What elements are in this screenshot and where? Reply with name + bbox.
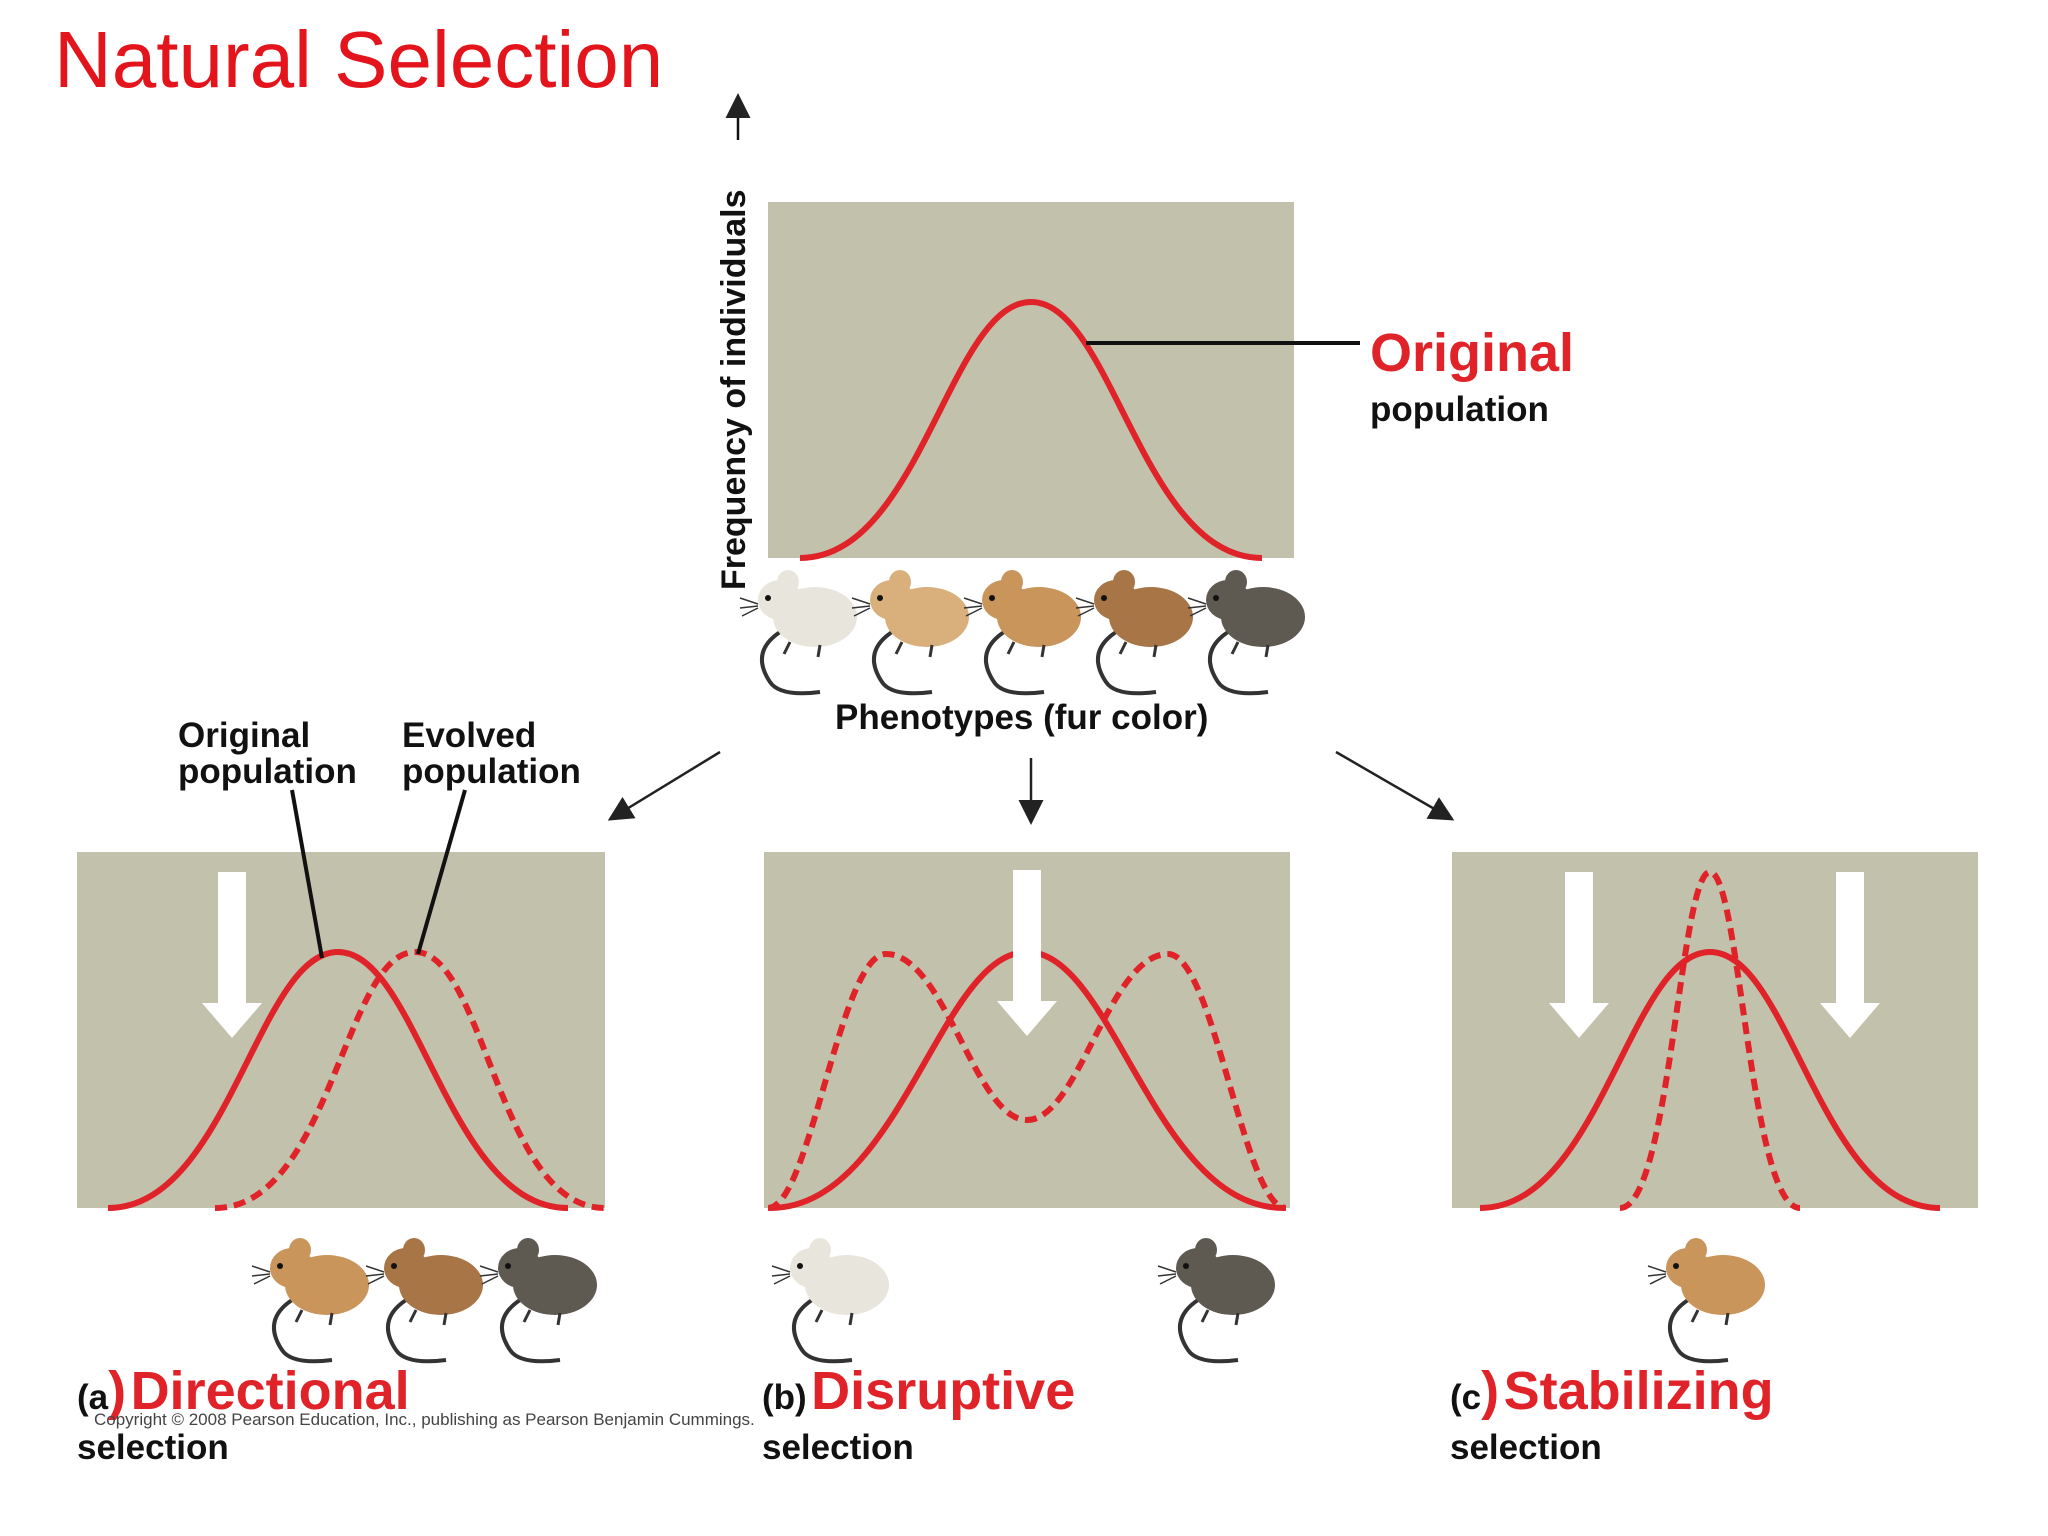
- directional-evolved-curve: [214, 948, 606, 1211]
- stabilizing-mice: [1646, 1236, 1767, 1364]
- mouse-dark-gray: [478, 1236, 599, 1364]
- disruptive-mice: [770, 1236, 1277, 1364]
- arrow-to-directional: [607, 750, 721, 821]
- stabilizing-evolved-curve: [1619, 868, 1801, 1211]
- mouse-dark-gray: [1156, 1236, 1277, 1364]
- mouse-white: [770, 1236, 891, 1364]
- mouse-tan: [250, 1236, 371, 1364]
- page-title: Natural Selection: [54, 15, 664, 104]
- selection-arrow-c-left: [1549, 872, 1609, 1038]
- legend-evolved-line2: population: [402, 752, 581, 791]
- original-callout-title: Original: [1370, 323, 1575, 383]
- y-axis-label: Frequency of individuals: [715, 189, 753, 590]
- mouse-brown: [1074, 568, 1195, 696]
- legend-original-line1: Original: [178, 716, 311, 755]
- directional-original-curve: [107, 948, 569, 1211]
- mouse-tan: [962, 568, 1083, 696]
- caption-directional-sub: selection: [77, 1428, 229, 1467]
- caption-stabilizing-sub: selection: [1450, 1428, 1602, 1467]
- legend-evolved-line1: Evolved: [402, 716, 537, 755]
- arrow-to-stabilizing: [1335, 750, 1455, 821]
- mouse-tan: [1646, 1236, 1767, 1364]
- top-graph-panel: [768, 202, 1294, 558]
- stabilizing-original-curve: [1479, 948, 1941, 1211]
- selection-arrow-b: [997, 870, 1057, 1036]
- original-leader-line: [290, 789, 324, 959]
- stabilizing-panel: [1452, 852, 1978, 1208]
- directional-mice: [250, 1236, 599, 1364]
- caption-letter: (c: [1450, 1378, 1482, 1417]
- caption-name: Disruptive: [811, 1361, 1076, 1421]
- caption-paren: ): [1481, 1361, 1500, 1421]
- legend-original-line2: population: [178, 752, 357, 791]
- caption-paren: ): [108, 1361, 127, 1421]
- selection-arrow-c-right: [1820, 872, 1880, 1038]
- caption-disruptive-sub: selection: [762, 1428, 914, 1467]
- top-mice-row: [738, 568, 1307, 696]
- caption-name: Stabilizing: [1503, 1361, 1774, 1421]
- caption-letter: (a: [77, 1378, 109, 1417]
- caption-directional: (a) Directional: [77, 1360, 410, 1422]
- original-population-curve: [799, 298, 1263, 561]
- mouse-brown: [364, 1236, 485, 1364]
- caption-letter: (b): [762, 1378, 807, 1417]
- mouse-dark-gray: [1186, 568, 1307, 696]
- caption-stabilizing: (c) Stabilizing: [1450, 1360, 1774, 1422]
- mouse-white: [738, 568, 859, 696]
- copyright-notice: Copyright © 2008 Pearson Education, Inc.…: [94, 1410, 755, 1429]
- mouse-light-tan: [850, 568, 971, 696]
- caption-name: Directional: [130, 1361, 410, 1421]
- directional-panel: [77, 852, 605, 1208]
- x-axis-label: Phenotypes (fur color): [835, 698, 1209, 737]
- disruptive-evolved-curve: [767, 950, 1287, 1211]
- original-callout-sub: population: [1370, 390, 1549, 429]
- caption-disruptive: (b) Disruptive: [762, 1360, 1075, 1422]
- selection-arrow-a: [202, 872, 262, 1038]
- evolved-leader-line: [416, 789, 467, 955]
